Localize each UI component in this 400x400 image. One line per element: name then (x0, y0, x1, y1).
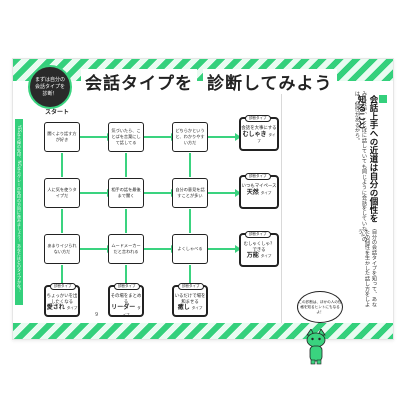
question-box: ムードメーカーだと言われる (105, 231, 147, 267)
right-page-paragraph-2: 自分の会話タイプを知って、あなたの個性を生かした話し方をしよう。 (357, 229, 377, 307)
result-suffix: タイプ (191, 306, 203, 310)
result-name: 万能 (246, 252, 259, 259)
result-name: 天然 (246, 188, 259, 196)
question-box: 相手の話を最後まで聞く (105, 175, 147, 211)
result-box: 診断タイプ いつもマイペース 天然 タイプ (239, 173, 279, 209)
result-sub: いつもマイペース (241, 184, 277, 189)
result-sub: むしゃくしゃ？ できる (243, 242, 275, 253)
page-gutter (281, 81, 282, 323)
question-box: 人に気を使うタイプだ (41, 175, 83, 211)
speech-bubble: この診断は、ほかの人の性格を知るヒントにもなるよ！ (297, 291, 343, 323)
result-suffix: タイプ (122, 306, 141, 317)
result-tag: 診断タイプ (245, 231, 271, 238)
page-title-right: 診断してみよう (203, 69, 337, 94)
result-tag: 診断タイプ (50, 283, 76, 290)
result-tag: 診断タイプ (245, 115, 271, 122)
question-box: 聞くより話す方が好き (41, 119, 83, 155)
result-sub: ちょっかいを出したくなる (46, 294, 78, 305)
title-badge-text: まずは自分の会話タイプを診断！ (34, 76, 65, 97)
result-suffix: タイプ (260, 254, 272, 258)
sidebar-bar (15, 119, 23, 305)
page-title-left: 会話タイプを (81, 69, 197, 94)
cat-mascot-icon (306, 329, 326, 365)
result-tag: 診断タイプ (178, 283, 204, 290)
question-box: あまりイジられない方だ (41, 231, 83, 267)
result-suffix: タイプ (257, 132, 276, 144)
result-box: 診断タイプ 会話を大事にする むしゃき タイプ (239, 115, 279, 151)
flow-start-label: スタート (45, 109, 70, 116)
result-box: 診断タイプ その場をまとめる リーダー タイプ (108, 283, 144, 317)
result-box: 診断タイプ いるだけで場を和ませる 癒し タイプ (172, 283, 208, 317)
page-number-left: 9 (95, 312, 99, 318)
right-page-paragraph: みんなが、ことばに話していても同じように会話をしていないのは、個性があるから。 (354, 91, 367, 242)
result-name: 癒し (177, 304, 190, 311)
question-box: 自分の意見を話すことが多い (169, 175, 211, 211)
result-sub: その場をまとめる (110, 294, 142, 305)
book-spread: まずは自分の会話タイプを診断！ 会話タイプを 診断してみよう YESなら緑の矢印… (12, 58, 394, 365)
sidebar-instruction: YESなら緑の矢印、NOならグレーの矢印の方向に進みましょう！ あなたはどのタイ… (17, 125, 22, 292)
result-box: 診断タイプ ちょっかいを出したくなる 愛され タイプ (44, 283, 80, 317)
result-suffix: タイプ (66, 306, 78, 310)
bottom-stripe (13, 323, 393, 339)
result-tag: 診断タイプ (114, 283, 140, 290)
result-name: リーダー (111, 304, 136, 311)
result-name: 愛され (46, 304, 65, 311)
result-tag: 診断タイプ (245, 173, 271, 180)
title-badge: まずは自分の会話タイプを診断！ (28, 65, 72, 109)
result-sub: 会話を大事にする (241, 126, 277, 131)
question-box: どちらかというと、わかりやすい方だ (169, 119, 211, 155)
result-name: むしゃき (242, 130, 267, 138)
question-box: よくしゃべる (169, 231, 211, 267)
result-box: 診断タイプ むしゃくしゃ？ できる 万能 タイプ (239, 231, 279, 267)
right-page-heading: 会話上手への近道は自分の個性を知ること (356, 95, 387, 223)
result-sub: いるだけで場を和ませる (174, 294, 206, 305)
question-box: 気づいたら、ことばを言葉にして話してる (105, 119, 147, 155)
result-suffix: タイプ (260, 190, 272, 195)
